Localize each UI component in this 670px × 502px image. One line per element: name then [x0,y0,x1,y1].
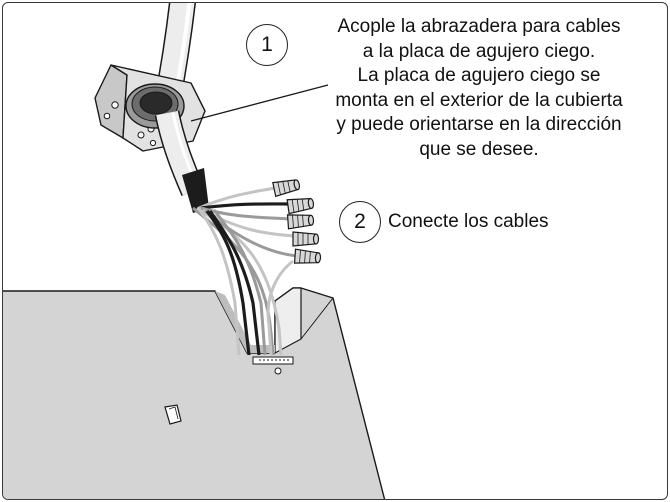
step-1-line: La placa de agujero ciego se [357,65,601,86]
wire-nut [292,231,320,247]
wire-nut [272,179,301,198]
wire-nut [286,214,315,230]
callout-leader-line [190,84,329,122]
panel-slot [252,356,294,375]
step-1-number: 1 [246,24,288,66]
wire-nut [286,197,315,215]
cable-below-plate [154,110,209,213]
panel-tab [164,404,182,425]
step-2-number: 2 [339,201,381,243]
installation-illustration [3,3,386,499]
step-1-line: a la placa de agujero ciego. [362,40,596,62]
housing-panel [3,287,386,499]
step-2-instruction: Conecte los cables [388,211,549,232]
wires [192,186,298,356]
step-1-line: Acople la abrazadera para cables [337,16,621,37]
step-1-line: que se desee. [419,138,539,160]
step-1-line: y puede orientarse en la dirección [336,114,622,135]
wire-nut [293,248,322,264]
step-1-line: monta en el exterior de la cubierta [335,89,623,111]
step-1-instruction: Acople la abrazadera para cables a la pl… [289,15,667,162]
